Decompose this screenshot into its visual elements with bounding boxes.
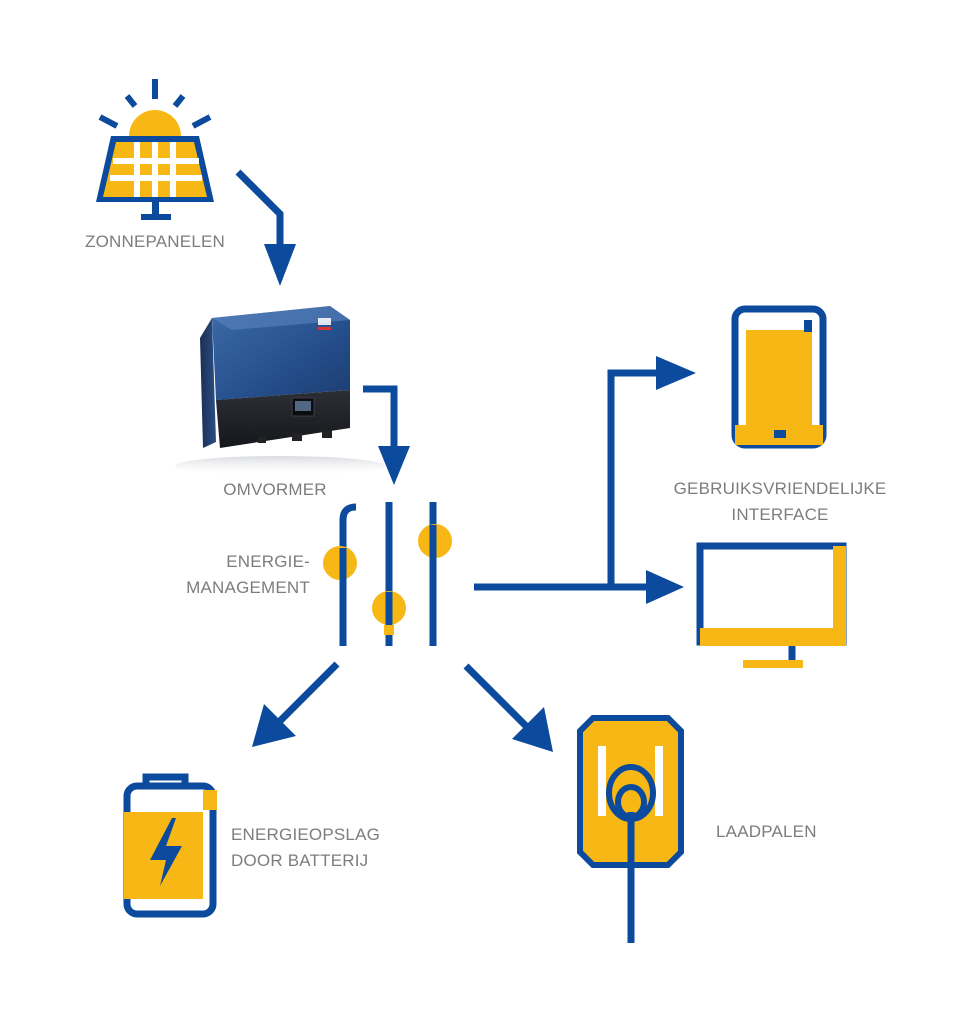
inverter-label: OMVORMER <box>223 480 327 499</box>
battery-storage-label: ENERGIEOPSLAG DOOR BATTERIJ <box>231 822 391 874</box>
energy-management-label-line2: MANAGEMENT <box>186 578 310 597</box>
charging-station-label: LAADPALEN <box>716 822 817 841</box>
sliders-icon <box>323 502 452 646</box>
flow-arrow-solar-to-inverter <box>235 169 296 286</box>
charging-station-icon <box>577 715 684 943</box>
user-interface-label-line1: GEBRUIKSVRIENDELIJKE <box>673 479 887 498</box>
energy-management-label: ENERGIE- MANAGEMENT <box>150 549 310 601</box>
battery-storage-label-line2: DOOR BATTERIJ <box>231 851 369 870</box>
flow-arrow-management-to-charging <box>463 663 553 752</box>
user-interface-label-line2: INTERFACE <box>731 505 829 524</box>
solar-panel-icon <box>96 79 214 220</box>
flow-arrow-inverter-to-management <box>363 385 410 485</box>
monitor-icon <box>696 542 847 668</box>
flow-arrow-management-to-interface <box>474 356 696 604</box>
battery-storage-label-line1: ENERGIEOPSLAG <box>231 825 381 844</box>
inverter-device-icon <box>175 306 385 476</box>
solar-panels-label: ZONNEPANELEN <box>84 232 225 251</box>
energy-management-label-line1: ENERGIE- <box>226 552 310 571</box>
tablet-icon <box>731 305 827 449</box>
battery-icon <box>123 773 217 918</box>
flow-arrow-management-to-battery <box>252 661 340 747</box>
user-interface-label: GEBRUIKSVRIENDELIJKE INTERFACE <box>670 476 890 528</box>
